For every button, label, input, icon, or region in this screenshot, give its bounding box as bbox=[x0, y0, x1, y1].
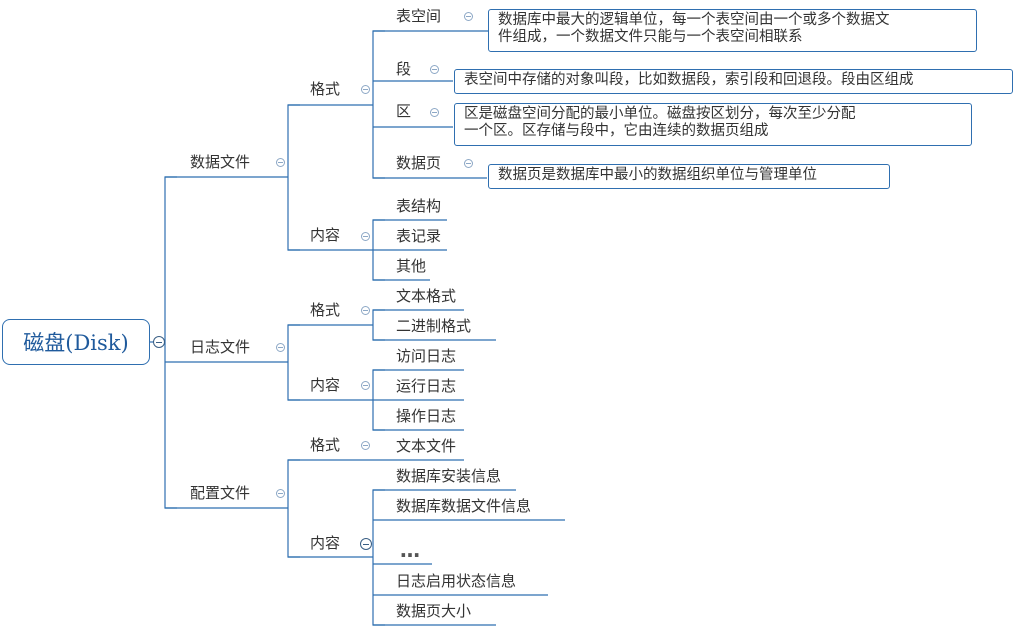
collapse-config-file-icon[interactable] bbox=[276, 489, 285, 498]
collapse-data-file-icon[interactable] bbox=[276, 158, 285, 167]
collapse-log-file-format-icon[interactable] bbox=[361, 306, 370, 315]
node-operation-log[interactable]: 操作日志 bbox=[396, 407, 457, 425]
collapse-data-file-format-icon[interactable] bbox=[361, 85, 370, 94]
node-data-file-content[interactable]: 内容 bbox=[310, 226, 341, 244]
collapse-data-file-content-icon[interactable] bbox=[361, 232, 370, 241]
data-page-description: 数据页是数据库中最小的数据组织单位与管理单位 bbox=[488, 164, 890, 189]
node-log-file-content[interactable]: 内容 bbox=[310, 376, 341, 394]
node-data-file[interactable]: 数据文件 bbox=[190, 153, 251, 171]
node-binary-format[interactable]: 二进制格式 bbox=[396, 317, 472, 335]
tablespace-description: 数据库中最大的逻辑单位，每一个表空间由一个或多个数据文 件组成，一个数据文件只能… bbox=[488, 9, 977, 52]
node-log-file[interactable]: 日志文件 bbox=[190, 338, 251, 356]
node-tablespace[interactable]: 表空间 bbox=[396, 7, 442, 25]
node-text-format[interactable]: 文本格式 bbox=[396, 287, 457, 305]
collapse-segment-icon[interactable] bbox=[430, 65, 439, 74]
node-page-size[interactable]: 数据页大小 bbox=[396, 602, 472, 620]
node-log-enable-info[interactable]: 日志启用状态信息 bbox=[396, 572, 517, 590]
node-config-file-content[interactable]: 内容 bbox=[310, 534, 341, 552]
node-text-file[interactable]: 文本文件 bbox=[396, 437, 457, 455]
root-node[interactable]: 磁盘(Disk) bbox=[2, 319, 150, 365]
collapse-config-file-content-icon[interactable] bbox=[360, 538, 372, 550]
collapse-tablespace-icon[interactable] bbox=[464, 12, 473, 21]
node-extent[interactable]: 区 bbox=[396, 102, 412, 120]
node-install-info[interactable]: 数据库安装信息 bbox=[396, 467, 502, 485]
node-segment[interactable]: 段 bbox=[396, 60, 412, 78]
node-config-file[interactable]: 配置文件 bbox=[190, 484, 251, 502]
segment-description: 表空间中存储的对象叫段，比如数据段，索引段和回退段。段由区组成 bbox=[454, 69, 1013, 94]
node-table-structure[interactable]: 表结构 bbox=[396, 197, 442, 215]
node-ellipsis[interactable]: … bbox=[400, 538, 422, 562]
collapse-extent-icon[interactable] bbox=[430, 108, 439, 117]
node-config-file-format[interactable]: 格式 bbox=[310, 436, 341, 454]
node-access-log[interactable]: 访问日志 bbox=[396, 347, 457, 365]
node-run-log[interactable]: 运行日志 bbox=[396, 377, 457, 395]
collapse-root-icon[interactable] bbox=[153, 336, 165, 348]
collapse-config-file-format-icon[interactable] bbox=[361, 441, 370, 450]
node-table-records[interactable]: 表记录 bbox=[396, 227, 442, 245]
node-log-file-format[interactable]: 格式 bbox=[310, 301, 341, 319]
collapse-log-file-icon[interactable] bbox=[276, 343, 285, 352]
collapse-data-page-icon[interactable] bbox=[464, 159, 473, 168]
node-data-page[interactable]: 数据页 bbox=[396, 154, 442, 172]
collapse-log-file-content-icon[interactable] bbox=[361, 381, 370, 390]
node-datafile-info[interactable]: 数据库数据文件信息 bbox=[396, 497, 532, 515]
node-data-file-format[interactable]: 格式 bbox=[310, 80, 341, 98]
node-other[interactable]: 其他 bbox=[396, 257, 427, 275]
extent-description: 区是磁盘空间分配的最小单位。磁盘按区划分，每次至少分配 一个区。区存储与段中，它… bbox=[454, 103, 972, 146]
